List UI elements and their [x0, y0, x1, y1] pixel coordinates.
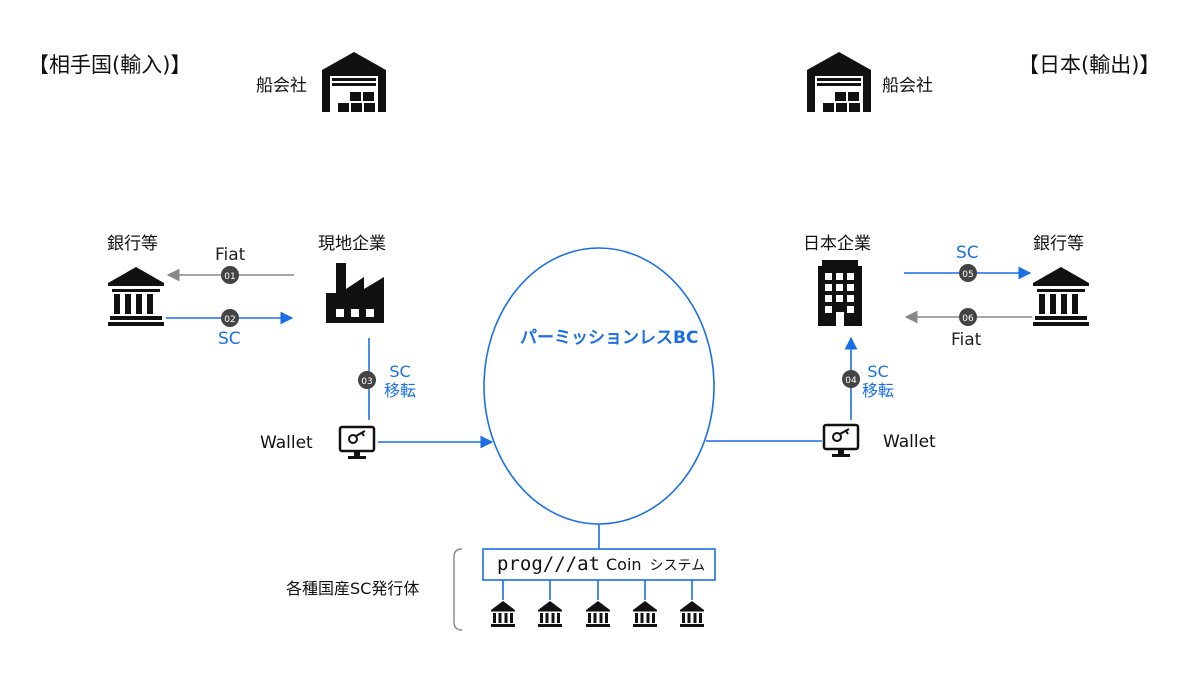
right-transfer-step-badge: [842, 370, 860, 388]
brand-at: at: [577, 553, 600, 575]
right-fiat-step-number: 06: [962, 314, 974, 324]
right-sc-step-badge: [959, 264, 977, 282]
left-transfer-line1: SC: [389, 362, 411, 381]
right-wallet-label: Wallet: [883, 432, 936, 452]
brand-coin: Coin: [605, 555, 642, 574]
right-wallet-icon: [822, 423, 860, 459]
right-transfer-label: SC 移転: [848, 362, 908, 400]
left-shipping-label: 船会社: [256, 76, 307, 96]
left-sc-step-number: 02: [224, 315, 235, 325]
issuer-bank-icon: [680, 601, 704, 627]
factory-icon: [326, 263, 384, 323]
right-sc-label: SC: [956, 243, 979, 263]
issuers-label: 各種国産SC発行体: [286, 579, 420, 598]
permissionless-bc-label: パーミッションレスBC: [520, 328, 699, 348]
right-shipping-label: 船会社: [882, 76, 933, 96]
right-sc-step-number: 05: [962, 270, 973, 280]
brand-prog: prog: [497, 553, 543, 575]
left-fiat-step-number: 01: [224, 272, 235, 282]
right-fiat-label: Fiat: [951, 330, 982, 350]
left-fiat-label: Fiat: [215, 245, 246, 265]
right-transfer-line1: SC: [867, 362, 889, 381]
japan-company-label: 日本企業: [803, 234, 871, 254]
right-transfer-step-number: 04: [845, 376, 857, 386]
blockchain-ellipse: [483, 247, 715, 525]
left-transfer-line2: 移転: [383, 381, 416, 401]
issuers-bracket: [453, 548, 463, 631]
office-building-icon: [818, 260, 862, 326]
issuer-connectors: [502, 580, 693, 600]
issuer-bank-icon: [491, 601, 515, 627]
progmat-system-box: [482, 548, 716, 581]
right-bank-label: 銀行等: [1033, 234, 1084, 254]
left-wallet-icon: [338, 425, 376, 461]
right-fiat-step-badge: [959, 308, 977, 326]
right-transfer-line2: 移転: [861, 381, 894, 401]
left-transfer-step-number: 03: [361, 377, 372, 387]
left-transfer-label: SC 移転: [370, 362, 430, 400]
right-warehouse-icon: [807, 52, 871, 112]
left-sc-label: SC: [218, 329, 241, 349]
left-wallet-label: Wallet: [260, 433, 313, 453]
progmat-system-label: prog /// at Coin システム: [497, 555, 705, 574]
left-warehouse-icon: [322, 52, 386, 112]
left-fiat-step-badge: [221, 266, 239, 284]
right-region-title: 【日本(輸出)】: [1018, 53, 1161, 77]
left-bank-label: 銀行等: [107, 234, 158, 254]
left-region-title: 【相手国(輸入)】: [28, 53, 192, 77]
local-company-label: 現地企業: [318, 234, 386, 254]
brand-system: システム: [649, 558, 706, 574]
left-bank-icon: [108, 267, 164, 326]
issuer-bank-icon: [538, 601, 562, 627]
right-bank-icon: [1033, 267, 1089, 326]
issuer-bank-icon: [586, 601, 610, 627]
issuer-bank-icon: [633, 601, 657, 627]
brand-slash: ///: [542, 553, 578, 575]
left-sc-step-badge: [221, 309, 239, 327]
left-transfer-step-badge: [358, 371, 376, 389]
